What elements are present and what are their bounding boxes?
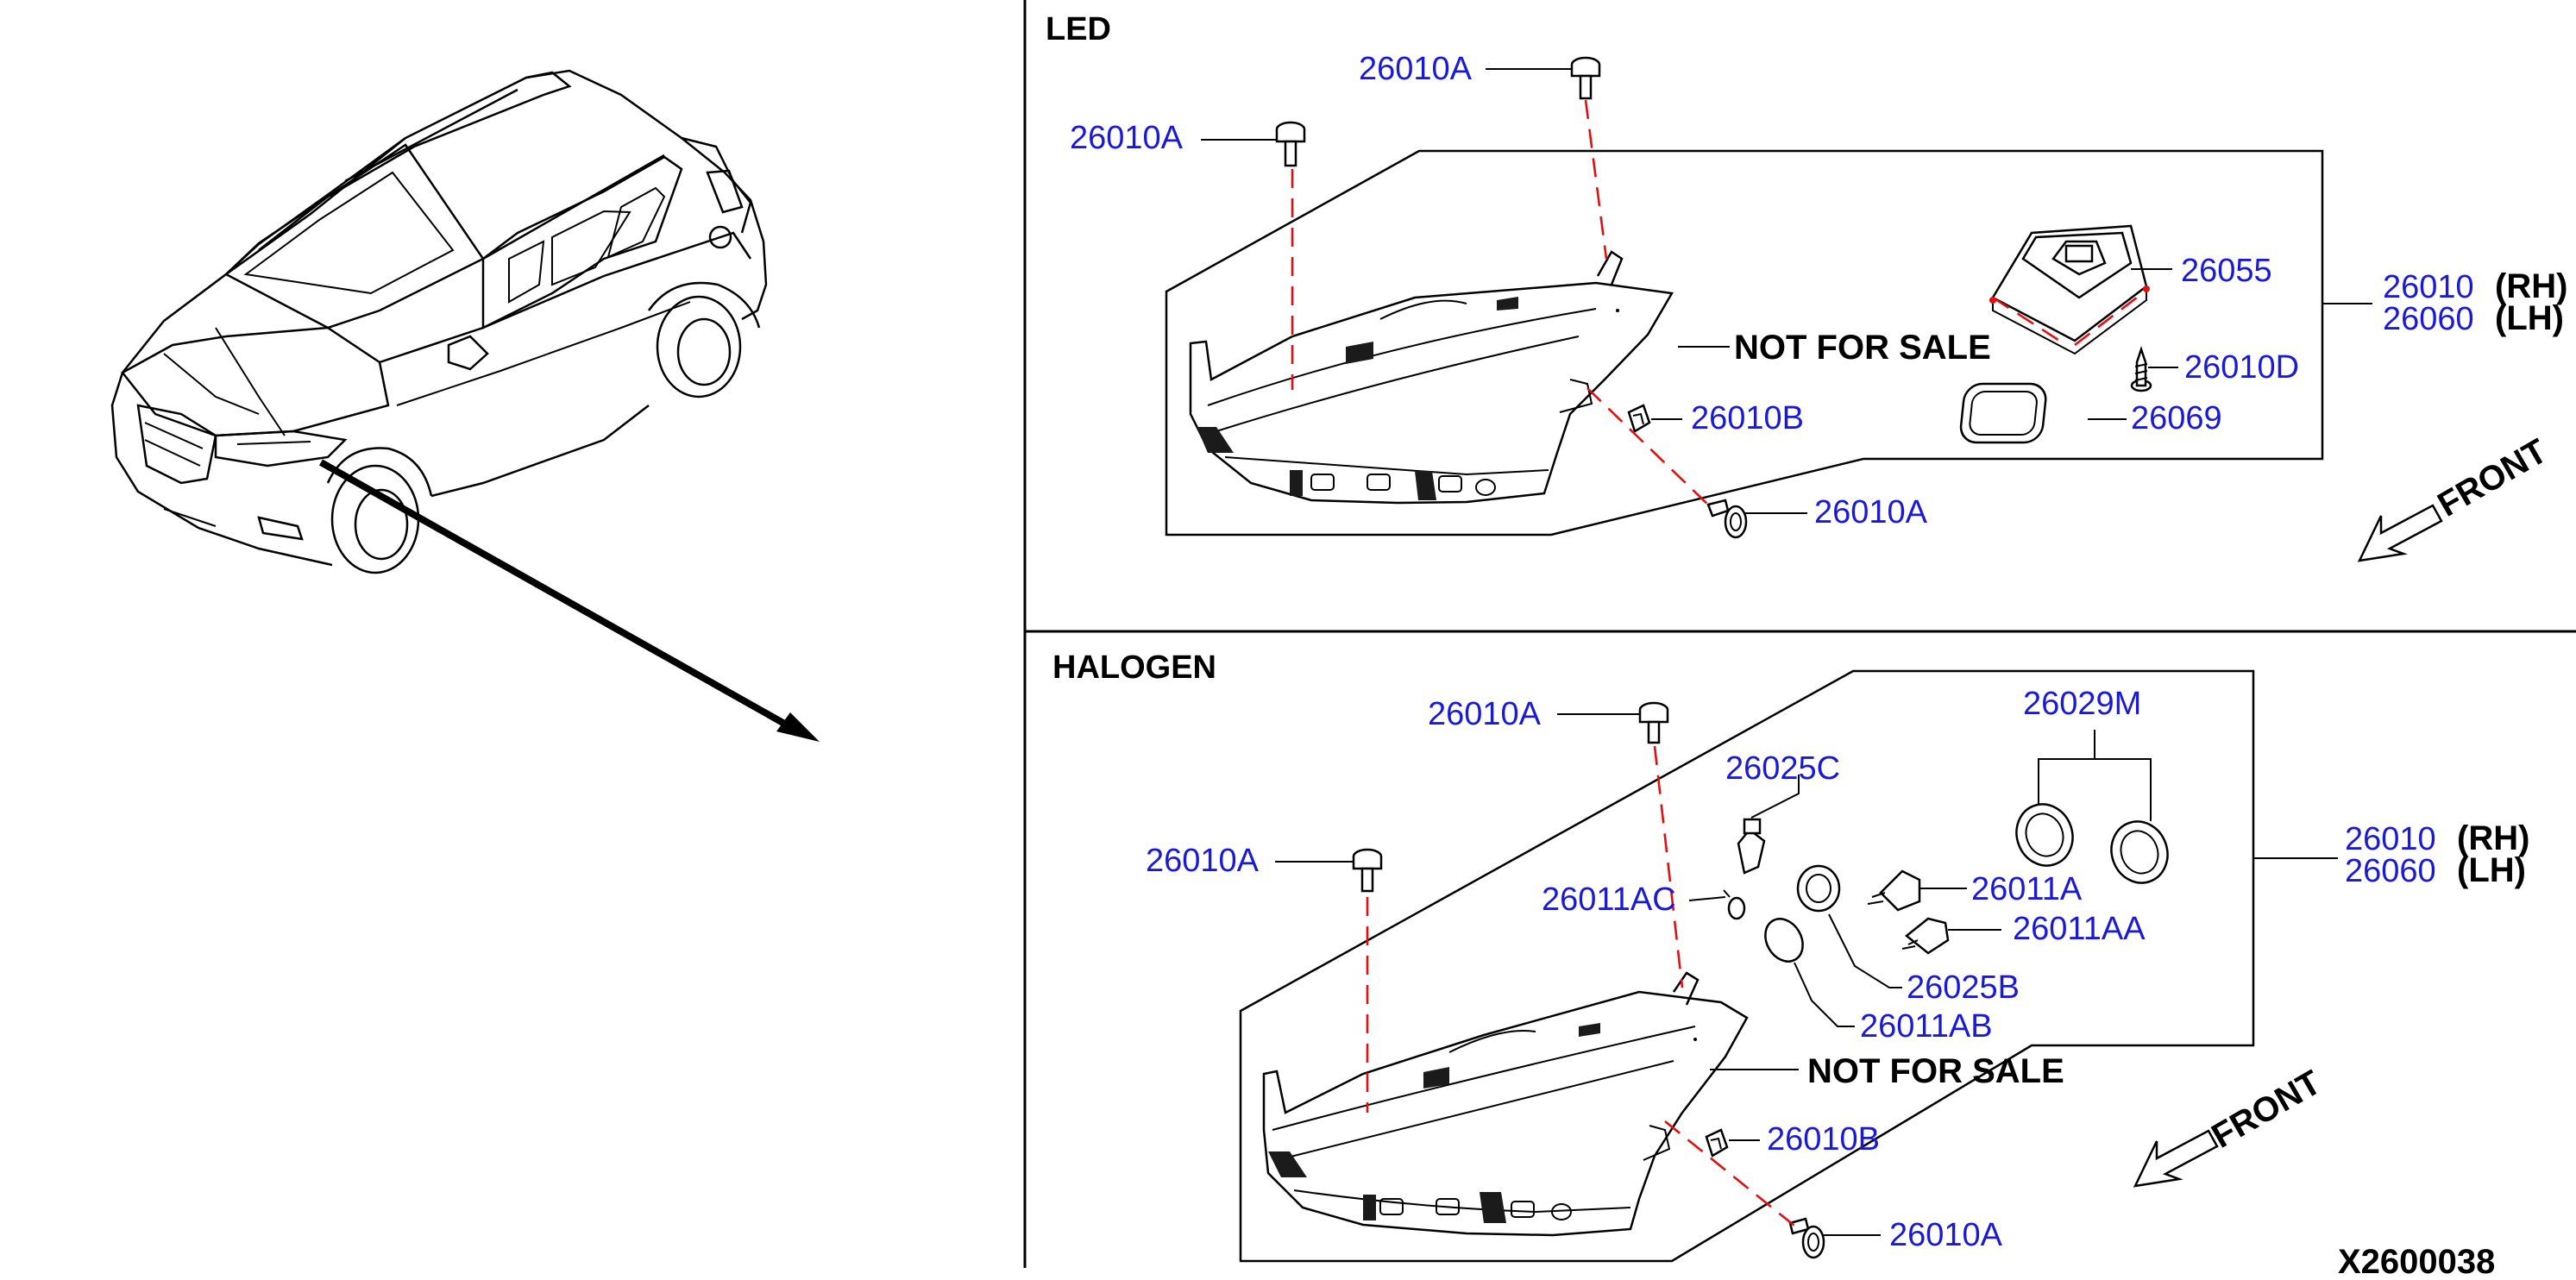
- led-callout-bolt-left: 26010A: [1070, 120, 1184, 156]
- halogen-assembly-rh-side: (RH): [2457, 819, 2529, 857]
- led-bolt-left-icon: [1275, 121, 1306, 167]
- led-callout-screw: 26010D: [2184, 349, 2299, 386]
- led-assembly-lh-side: (LH): [2495, 299, 2564, 337]
- led-gasket: [1959, 382, 2047, 444]
- led-headlamp-housing: [1189, 250, 1674, 505]
- halogen-callout-socket-b: 26025B: [1907, 969, 2020, 1006]
- led-screw-icon: [2130, 346, 2152, 392]
- halogen-callout-bulb-ac: 26011AC: [1542, 882, 1676, 918]
- led-front-arrow-icon: [2357, 504, 2443, 562]
- led-assembly-rh-number: 26010: [2383, 269, 2474, 305]
- led-clip: [1627, 404, 1651, 433]
- halogen-callout-bolt-left: 26010A: [1146, 843, 1260, 879]
- halogen-headlamp-housing: [1262, 971, 1749, 1237]
- halogen-socket-c-icon: [1737, 775, 1800, 875]
- halogen-callout-cap: 26029M: [2023, 686, 2141, 722]
- led-callout-clip: 26010B: [1691, 400, 1804, 436]
- halogen-clip: [1705, 1128, 1729, 1158]
- led-heading: LED: [1046, 11, 1111, 47]
- halogen-callout-clip: 26010B: [1767, 1121, 1880, 1158]
- halogen-callout-bolt-lower: 26010A: [1889, 1217, 2003, 1253]
- halogen-assembly-lh-number: 26060: [2345, 853, 2436, 889]
- led-bolt-lower-icon: [1706, 499, 1748, 539]
- led-callout-bolt-lower: 26010A: [1814, 494, 1928, 530]
- led-assembly-boundary: [1165, 149, 2324, 536]
- led-assembly-lh-number: 26060: [2383, 301, 2474, 337]
- led-ballast-module: [1989, 224, 2150, 355]
- led-callout-gasket: 26069: [2131, 400, 2222, 436]
- halogen-callout-socket-c: 26025C: [1725, 750, 1840, 787]
- led-not-for-sale: NOT FOR SALE: [1734, 329, 1991, 367]
- halogen-front-label: FRONT: [2206, 1064, 2328, 1156]
- halogen-callout-bolt-top: 26010A: [1428, 696, 1542, 732]
- led-bolt-top-icon: [1570, 56, 1601, 100]
- led-callout-bolt-top: 26010A: [1359, 51, 1473, 87]
- halogen-heading: HALOGEN: [1052, 649, 1216, 686]
- led-front-label: FRONT: [2432, 432, 2554, 524]
- halogen-assembly-lh-side: (LH): [2457, 851, 2526, 889]
- halogen-front-arrow-icon: [2133, 1129, 2219, 1188]
- halogen-bulb-aa-icon: [1901, 917, 2001, 955]
- halogen-assembly-boundary: [1239, 669, 2255, 1263]
- led-assembly-rh-side: (RH): [2495, 267, 2567, 305]
- halogen-bolt-left-icon: [1352, 848, 1383, 893]
- halogen-callout-bulb-aa: 26011AA: [2013, 911, 2146, 947]
- halogen-bolt-top-icon: [1638, 701, 1669, 744]
- halogen-assembly-rh-number: 26010: [2345, 821, 2436, 857]
- halogen-bulb-a-icon: [1867, 869, 1967, 912]
- halogen-socket-b-icon: [1796, 864, 1902, 988]
- halogen-callout-bulb-ab: 26011AB: [1860, 1008, 1993, 1045]
- diagram-code: X2600038: [2338, 1243, 2495, 1280]
- halogen-callout-bulb-a: 26011A: [1971, 871, 2083, 907]
- vehicle-illustration: [110, 69, 820, 742]
- halogen-bulb-ac-icon: [1723, 889, 1746, 920]
- halogen-not-for-sale: NOT FOR SALE: [1807, 1052, 2064, 1090]
- led-callout-ballast: 26055: [2181, 253, 2272, 289]
- halogen-cap-icon: [2015, 730, 2169, 884]
- halogen-bolt-lower-icon: [1788, 1217, 1825, 1259]
- halogen-bulb-ab-icon: [1764, 918, 1855, 1027]
